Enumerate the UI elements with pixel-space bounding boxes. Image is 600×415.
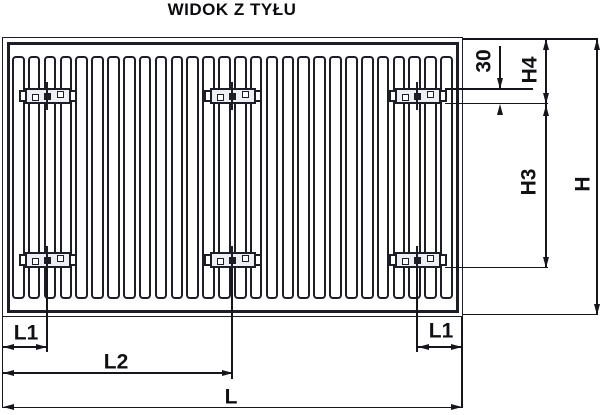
dim-line-l <box>2 406 463 408</box>
arrowhead-left <box>2 343 14 350</box>
dim-line-l1-left <box>2 346 48 348</box>
fin <box>75 56 89 299</box>
fin <box>234 56 247 299</box>
bracket-centerline <box>46 246 48 274</box>
arrowhead-up <box>593 39 600 50</box>
dim-label-h4: H4 <box>518 56 542 84</box>
fin <box>376 56 390 299</box>
bracket-slot <box>216 257 224 265</box>
fin <box>281 56 295 299</box>
fin <box>186 56 200 299</box>
dim-line-30 <box>499 46 501 89</box>
fin <box>392 56 406 299</box>
bracket-centerline <box>46 82 48 110</box>
dim-line-h <box>596 39 598 315</box>
ext-line-bracket-center <box>231 268 233 379</box>
dim-line-h4 <box>545 39 547 104</box>
bracket-slot <box>56 255 64 262</box>
dim-label-h: H <box>571 176 595 192</box>
ext-line-top-edge <box>463 38 598 40</box>
arrowhead-up <box>542 104 549 116</box>
arrowhead-down <box>542 92 549 104</box>
fin <box>12 56 25 299</box>
bracket-centerline <box>416 246 418 274</box>
fin <box>329 56 342 299</box>
fin <box>424 56 437 299</box>
dim-line-h3 <box>545 104 547 268</box>
bracket-slot <box>56 91 64 98</box>
ext-line-bracket-left <box>46 268 48 352</box>
bracket-slot <box>31 257 39 265</box>
page-title: WIDOK Z TYŁU <box>167 0 297 19</box>
bracket-slot <box>216 93 224 101</box>
fin <box>123 56 136 299</box>
bracket-tab <box>68 90 77 102</box>
ext-line-left-edge <box>2 317 4 408</box>
bracket-slot <box>31 93 39 101</box>
ext-line-bracket-top <box>445 88 533 90</box>
arrowhead-left <box>2 369 14 376</box>
arrowhead-right <box>221 369 233 376</box>
fin <box>27 56 41 299</box>
fin <box>408 56 422 299</box>
bracket-tab <box>253 90 262 102</box>
arrowhead-right <box>451 343 463 350</box>
fin <box>202 56 215 299</box>
fin <box>265 56 279 299</box>
arrowhead-up <box>542 39 549 50</box>
fin <box>440 56 453 299</box>
bracket-centerline <box>231 82 233 110</box>
ext-line-bracket-right <box>416 268 418 352</box>
dim-label-l: L <box>224 385 238 409</box>
radiator-fins <box>12 56 453 299</box>
arrowhead-down <box>542 257 549 268</box>
fin <box>313 56 326 299</box>
fin <box>218 56 231 299</box>
fin <box>154 56 168 299</box>
ext-line-bracket-bottom <box>445 103 548 105</box>
fin <box>360 56 374 299</box>
dim-line-l1-right <box>417 346 463 348</box>
fin <box>138 56 152 299</box>
bracket-slot <box>426 91 434 98</box>
bracket-tab <box>438 90 447 102</box>
bracket-slot <box>426 255 434 262</box>
arrowhead-right <box>36 343 47 350</box>
dim-label-h3: H3 <box>517 168 541 196</box>
bracket-centerline <box>231 246 233 274</box>
fin <box>43 56 57 299</box>
dim-label-l1-right: L1 <box>428 319 454 343</box>
ext-line-right-edge <box>461 317 463 408</box>
fin <box>249 56 263 299</box>
arrowhead-down <box>496 78 503 89</box>
arrowhead-left <box>417 343 429 350</box>
dim-label-l1-left: L1 <box>13 321 39 345</box>
ext-line-bottom-edge <box>463 313 598 315</box>
dim-label-30: 30 <box>472 49 496 73</box>
dim-label-l2: L2 <box>103 350 129 374</box>
arrowhead-right <box>451 404 463 411</box>
bracket-slot <box>401 257 409 265</box>
fin <box>59 56 73 299</box>
bracket-slot <box>241 91 249 98</box>
bracket-centerline <box>416 82 418 110</box>
fin <box>107 56 120 299</box>
arrowhead-left <box>2 404 14 411</box>
arrowhead-down <box>593 303 600 315</box>
bracket-tab <box>253 254 262 266</box>
bracket-slot <box>241 255 249 262</box>
fin <box>91 56 104 299</box>
fin <box>297 56 311 299</box>
bracket-tab <box>68 254 77 266</box>
dim-line-l2 <box>2 372 233 374</box>
fin <box>170 56 184 299</box>
ext-line-lower-bracket <box>445 267 548 269</box>
bracket-slot <box>401 93 409 101</box>
bracket-tab <box>438 254 447 266</box>
fin <box>345 56 358 299</box>
arrowhead-up <box>496 104 503 115</box>
